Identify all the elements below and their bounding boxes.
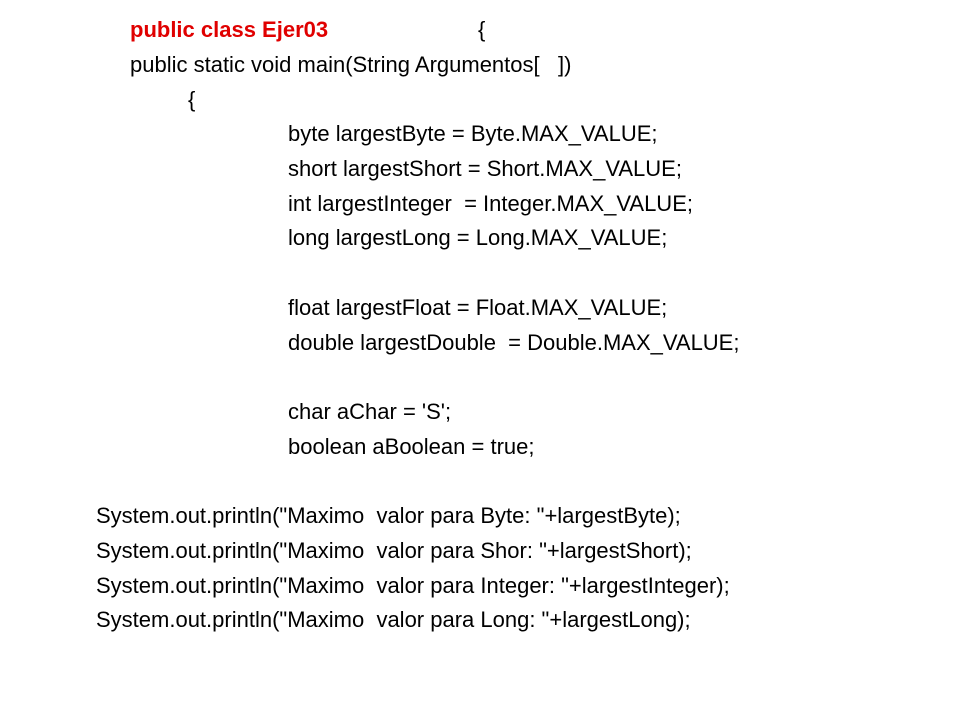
code-line-double: double largestDouble = Double.MAX_VALUE; — [288, 330, 740, 355]
code-line-print-int: System.out.println("Maximo valor para In… — [96, 573, 730, 598]
code-line-float: float largestFloat = Float.MAX_VALUE; — [288, 295, 668, 320]
class-open-brace: { — [478, 17, 486, 42]
code-line-print-short: System.out.println("Maximo valor para Sh… — [96, 538, 692, 563]
code-line-print-byte: System.out.println("Maximo valor para By… — [96, 503, 681, 528]
code-line-char: char aChar = 'S'; — [288, 399, 452, 424]
code-line-print-long: System.out.println("Maximo valor para Lo… — [96, 607, 691, 632]
class-declaration: public class Ejer03 — [130, 17, 329, 42]
main-method-signature: public static void main(String Argumento… — [130, 52, 572, 77]
code-line-boolean: boolean aBoolean = true; — [288, 434, 535, 459]
code-line-byte: byte largestByte = Byte.MAX_VALUE; — [288, 121, 658, 146]
code-line-short: short largestShort = Short.MAX_VALUE; — [288, 156, 682, 181]
main-open-brace: { — [188, 87, 196, 112]
code-line-long: long largestLong = Long.MAX_VALUE; — [288, 225, 668, 250]
code-line-int: int largestInteger = Integer.MAX_VALUE; — [288, 191, 693, 216]
